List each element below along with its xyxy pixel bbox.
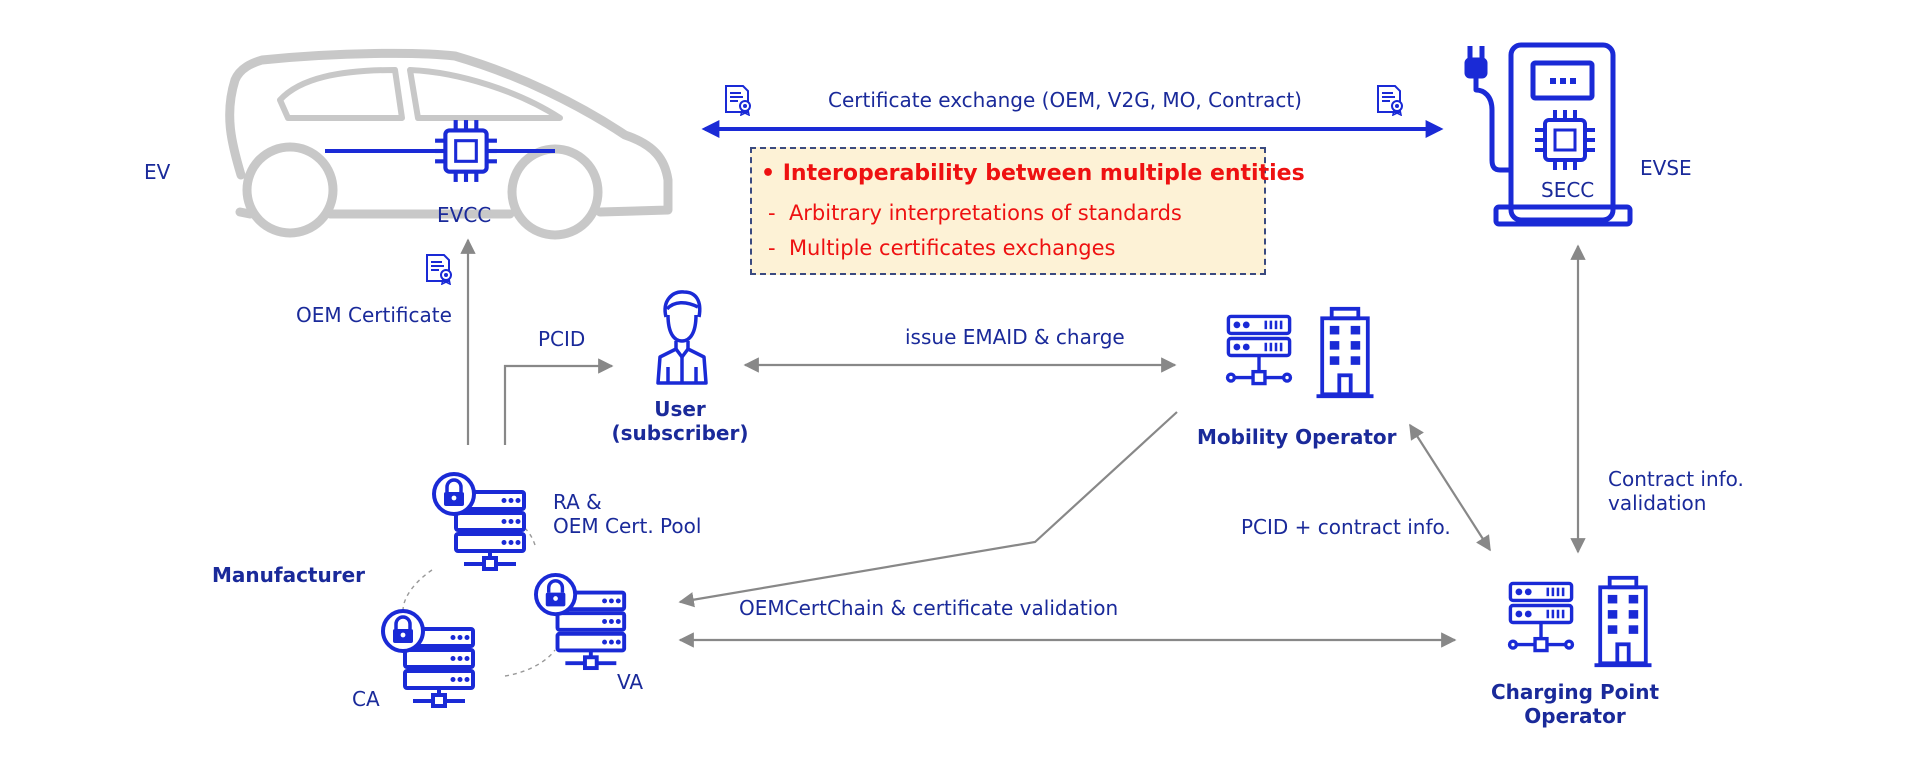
pcid-arrow (503, 358, 614, 445)
evcc-label: EVCC (437, 203, 492, 227)
ev-label: EV (144, 160, 171, 184)
ra-label: RA & OEM Cert. Pool (553, 490, 701, 538)
callout-title-text: Interoperability between multiple entiti… (782, 161, 1305, 186)
server-icon (1507, 581, 1575, 653)
issue-emaid-label: issue EMAID & charge (905, 325, 1125, 349)
evse-label: EVSE (1640, 156, 1692, 180)
dash: - (768, 201, 789, 225)
secc-chip-icon (1533, 108, 1597, 172)
pcid-contract-arrow (1409, 423, 1491, 552)
building-icon (1594, 575, 1652, 668)
callout-item: - Arbitrary interpretations of standards (768, 201, 1182, 225)
cpo-label-line2: Operator (1524, 704, 1626, 728)
server-icon (1225, 314, 1293, 386)
mobility-operator-label: Mobility Operator (1197, 425, 1397, 449)
certificate-icon (1377, 85, 1403, 116)
certificate-icon (426, 254, 452, 285)
cpo-label-line1: Charging Point (1490, 680, 1660, 704)
user-label-line2: (subscriber) (611, 421, 749, 445)
user-label: User (subscriber) (585, 397, 775, 445)
secc-label: SECC (1541, 178, 1595, 202)
ca-label: CA (352, 687, 380, 711)
callout-item-text: Arbitrary interpretations of standards (788, 201, 1182, 225)
charger-icon (1464, 42, 1633, 227)
certificate-icon (725, 85, 751, 116)
pcid-contract-label: PCID + contract info. (1241, 515, 1451, 539)
ca-lock-server-icon (381, 609, 475, 708)
certificate-exchange-label: Certificate exchange (OEM, V2G, MO, Cont… (828, 88, 1302, 112)
user-icon (656, 290, 708, 385)
charging-point-operator-label: Charging Point Operator (1460, 680, 1690, 728)
ra-label-line1: RA & (553, 490, 602, 514)
callout-title: • Interoperability between multiple enti… (761, 161, 1305, 186)
ra-lock-server-icon (432, 472, 526, 571)
contract-validation-line1: Contract info. (1608, 467, 1744, 491)
ra-label-line2: OEM Cert. Pool (553, 514, 702, 538)
mo-to-va-arrow (678, 411, 1178, 608)
contract-validation-label: Contract info. validation (1608, 467, 1744, 515)
dash: - (768, 236, 789, 260)
oemcertchain-label: OEMCertChain & certificate validation (739, 596, 1119, 620)
building-icon (1316, 306, 1374, 399)
interoperability-callout: • Interoperability between multiple enti… (750, 147, 1305, 275)
va-label: VA (617, 670, 644, 694)
manufacturer-label: Manufacturer (212, 563, 366, 587)
callout-item-text: Multiple certificates exchanges (788, 236, 1116, 260)
evcc-chip-icon (435, 120, 497, 182)
contract-validation-line2: validation (1608, 491, 1707, 515)
callout-item: - Multiple certificates exchanges (768, 236, 1115, 260)
va-lock-server-icon (533, 573, 627, 671)
oem-certificate-label: OEM Certificate (296, 303, 452, 327)
user-label-line1: User (654, 397, 706, 421)
pcid-label: PCID (538, 327, 586, 351)
bullet-dot: • (761, 161, 783, 186)
